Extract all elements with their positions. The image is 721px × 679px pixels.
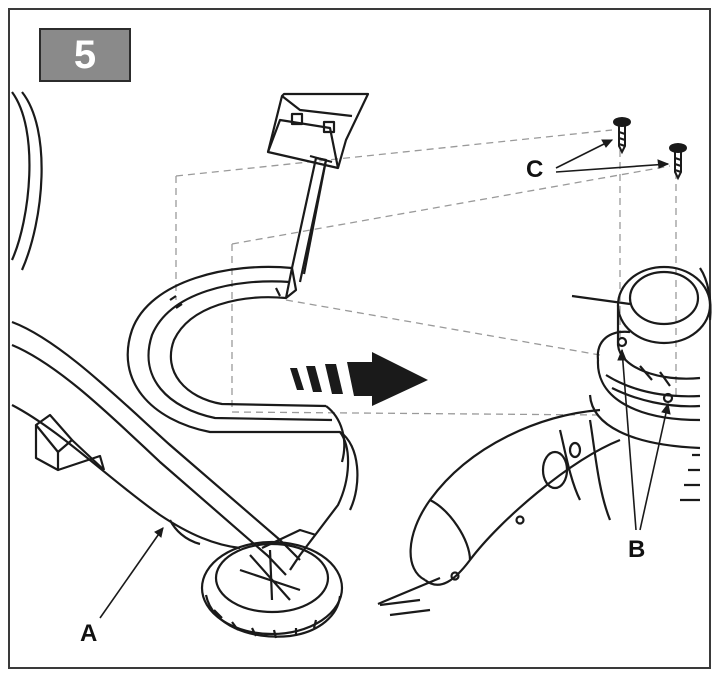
guard-extension bbox=[126, 265, 359, 571]
screw-icon bbox=[669, 143, 687, 181]
callout-label-b: B bbox=[628, 536, 646, 563]
screw-icon bbox=[613, 117, 631, 155]
leader-lines bbox=[99, 139, 671, 619]
guard-a bbox=[10, 91, 344, 639]
alignment-guides bbox=[175, 129, 677, 416]
step-number-badge: 5 bbox=[39, 28, 131, 82]
callout-label-a: A bbox=[80, 620, 98, 647]
trimmer-head bbox=[377, 265, 712, 617]
guard-bracket bbox=[266, 92, 370, 283]
figure-frame bbox=[8, 8, 711, 669]
callout-label-c: C bbox=[526, 156, 544, 183]
motion-arrow-right-icon bbox=[290, 352, 428, 406]
